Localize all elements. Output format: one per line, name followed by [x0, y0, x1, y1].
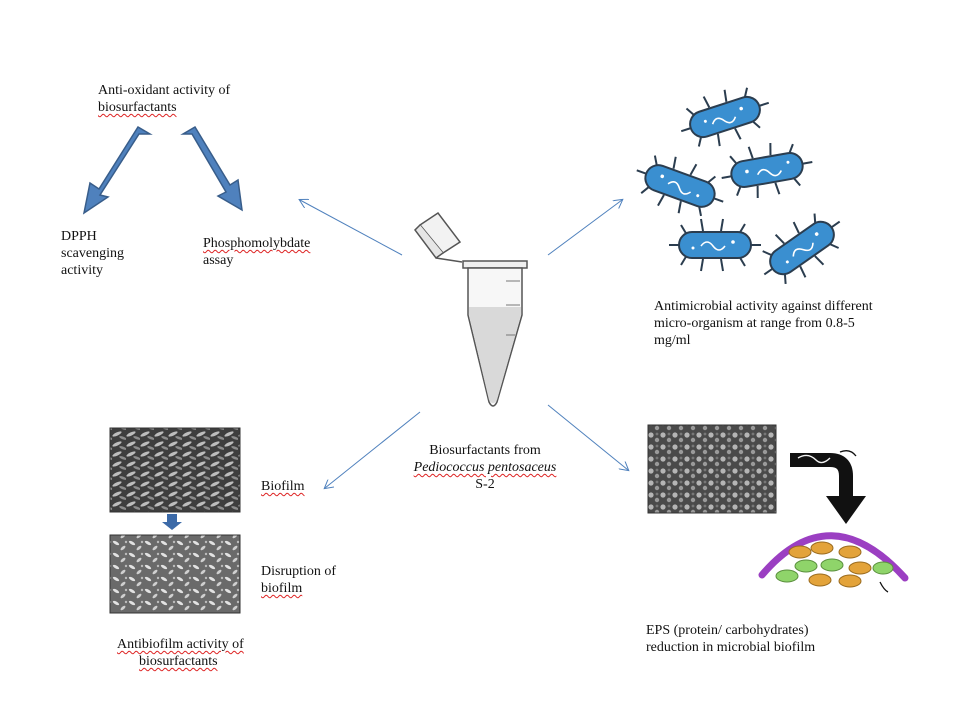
antioxidant-title: Anti-oxidant activity of biosurfactants [98, 82, 230, 116]
sem-disrupted-biofilm-image [109, 534, 241, 614]
dpph-line2: scavenging [61, 246, 124, 261]
antibiofilm-title-line1: Antibiofilm activity of [117, 637, 244, 652]
center-line1: Biosurfactants from [429, 443, 541, 458]
eps-line1: EPS (protein/ carbohydrates) [646, 623, 809, 638]
arrow-to-antibiofilm [325, 411, 421, 488]
biofilm-label-text: Biofilm [261, 479, 305, 494]
bacterium-icon [636, 155, 724, 217]
disruption-line2: biofilm [261, 581, 303, 596]
antibiofilm-title: Antibiofilm activity of biosurfactants [117, 636, 244, 670]
center-line3: S-2 [475, 477, 495, 492]
antimicrobial-line1: Antimicrobial activity against different [654, 299, 873, 314]
dpph-line3: activity [61, 263, 103, 278]
curved-black-arrow-icon [790, 450, 866, 524]
bacterium-icon [669, 218, 761, 272]
disruption-line1: Disruption of [261, 564, 337, 579]
arrow-to-antimicrobial [547, 200, 622, 256]
block-arrow-to-dpph [82, 125, 153, 215]
bacterium-icon [680, 87, 770, 147]
dpph-label: DPPH scavenging activity [61, 228, 124, 279]
down-arrow-icon [162, 514, 182, 530]
bacterium-icon [762, 213, 841, 284]
arrow-to-eps [547, 404, 628, 470]
microcentrifuge-tube-icon [414, 211, 528, 407]
phospho-line2: assay [203, 253, 234, 268]
eps-label: EPS (protein/ carbohydrates) reduction i… [646, 622, 815, 656]
antioxidant-title-line1: Anti-oxidant activity of [98, 83, 231, 98]
biofilm-label: Biofilm [261, 478, 305, 495]
center-line2: Pediococcus pentosaceus [413, 460, 557, 475]
arrow-to-antioxidant [300, 200, 403, 256]
antimicrobial-label: Antimicrobial activity against different… [654, 298, 873, 349]
sem-eps-image [647, 424, 777, 514]
block-arrow-to-phosphomolybdate [180, 125, 243, 212]
center-label: Biosurfactants from Pediococcus pentosac… [405, 442, 565, 493]
eps-line2: reduction in microbial biofilm [646, 640, 816, 655]
dpph-line1: DPPH [61, 229, 97, 244]
phosphomolybdate-label: Phosphomolybdate assay [203, 235, 310, 269]
antioxidant-title-line2: biosurfactants [98, 100, 177, 115]
bacterium-icon [721, 142, 813, 199]
sem-biofilm-image [109, 427, 241, 513]
phospho-line1: Phosphomolybdate [203, 236, 311, 251]
antibiofilm-title-line2: biosurfactants [139, 654, 218, 669]
antimicrobial-line3: mg/ml [654, 333, 691, 348]
disruption-label: Disruption of biofilm [261, 563, 336, 597]
antimicrobial-line2: micro-organism at range from 0.8-5 [654, 316, 855, 331]
membrane-biofilm-icon [758, 532, 909, 593]
